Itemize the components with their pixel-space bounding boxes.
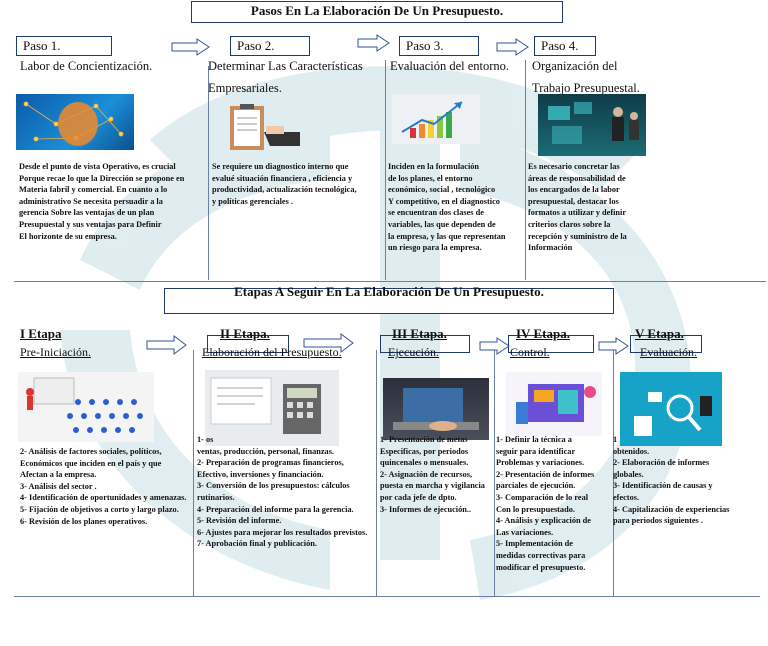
brain-network-image bbox=[16, 94, 134, 150]
etapa-1-title: I Etapa bbox=[20, 326, 62, 341]
section2-title: Etapas A Seguir En La Elaboración De Un … bbox=[164, 284, 614, 314]
growth-chart-image bbox=[392, 94, 480, 144]
step-4-description: Es necesario concretar las áreas de resp… bbox=[528, 162, 627, 253]
divider-line bbox=[376, 350, 377, 596]
etapa-1-subtitle: Pre-Iniciación. bbox=[20, 345, 91, 359]
divider-line bbox=[525, 60, 526, 280]
etapa-3-description: 1- Presentación de metas Especificas, po… bbox=[380, 435, 485, 514]
bottom-divider bbox=[14, 596, 760, 597]
etapa-5-description: 1 obtenidos. 2- Elaboración de informes … bbox=[613, 435, 730, 526]
business-team-image bbox=[538, 94, 646, 156]
etapa-2-box bbox=[207, 335, 289, 353]
etapa-5-title: V Etapa. bbox=[635, 326, 684, 341]
laptop-typing-image bbox=[383, 378, 489, 440]
divider-line bbox=[193, 350, 194, 596]
step-3-description: Inciden en la formulación de los planes,… bbox=[388, 162, 506, 253]
arrow-right-icon bbox=[171, 38, 210, 56]
analytics-dashboard-image bbox=[506, 372, 602, 436]
step-4-heading: Organización del Trabajo Presupuestal. bbox=[532, 59, 640, 95]
step-3-heading: Evaluación del entorno. bbox=[390, 59, 510, 73]
arrow-right-icon bbox=[146, 335, 187, 355]
step-1-heading: Labor de Concientización. bbox=[20, 59, 153, 73]
arrow-right-icon bbox=[598, 337, 629, 355]
step-1-box: Paso 1. bbox=[16, 36, 112, 56]
etapa-5-box bbox=[630, 335, 702, 353]
main-title: Pasos En La Elaboración De Un Presupuest… bbox=[191, 1, 563, 23]
arrow-right-icon bbox=[479, 337, 510, 355]
step-4-box: Paso 4. bbox=[534, 36, 596, 56]
step-1-description: Desde el punto de vista Operativo, es cr… bbox=[19, 162, 185, 241]
section-divider bbox=[14, 281, 766, 282]
clipboard-image bbox=[226, 102, 304, 154]
step-3-label: Paso 3. bbox=[406, 38, 444, 53]
etapa-4-description: 1- Definir la técnica a seguir para iden… bbox=[496, 435, 595, 572]
divider-line bbox=[494, 350, 495, 596]
etapa-4-title: IV Etapa. bbox=[516, 326, 570, 341]
step-2-description: Se requiere un diagnostico interno que e… bbox=[212, 162, 357, 206]
step-2-label: Paso 2. bbox=[237, 38, 275, 53]
arrow-right-icon bbox=[357, 34, 390, 52]
etapa-2-description: 1- os ventas, producción, personal, fina… bbox=[197, 435, 368, 549]
arrow-right-icon bbox=[496, 38, 529, 56]
divider-line bbox=[208, 66, 209, 280]
step-4-label: Paso 4. bbox=[541, 38, 579, 53]
step-2-heading: Determinar Las Características Empresari… bbox=[208, 59, 363, 95]
etapa-3-box bbox=[380, 335, 470, 353]
etapa-4-subtitle: Control. bbox=[510, 345, 550, 359]
etapa-2-subtitle: Elaboración del Presupuesto. bbox=[202, 345, 342, 359]
divider-line bbox=[613, 350, 614, 596]
step-3-box: Paso 3. bbox=[399, 36, 479, 56]
step-2-box: Paso 2. bbox=[230, 36, 310, 56]
presentation-team-image bbox=[18, 372, 154, 442]
etapa-3-subtitle: Ejecución. bbox=[388, 345, 439, 359]
section2-title-text: Etapas A Seguir En La Elaboración De Un … bbox=[234, 284, 544, 299]
step-1-label: Paso 1. bbox=[23, 38, 61, 53]
arrow-right-icon bbox=[303, 333, 354, 353]
calculator-desk-image bbox=[205, 370, 339, 446]
etapa-2-title: II Etapa. bbox=[220, 326, 270, 341]
evaluation-icons-image bbox=[620, 372, 722, 446]
main-title-text: Pasos En La Elaboración De Un Presupuest… bbox=[250, 3, 504, 18]
etapa-1-description: 2- Análisis de factores sociales, políti… bbox=[20, 447, 187, 526]
divider-line bbox=[385, 60, 386, 280]
etapa-5-subtitle: Evaluación. bbox=[640, 345, 697, 359]
etapa-4-box bbox=[508, 335, 594, 353]
etapa-3-title: III Etapa. bbox=[392, 326, 447, 341]
